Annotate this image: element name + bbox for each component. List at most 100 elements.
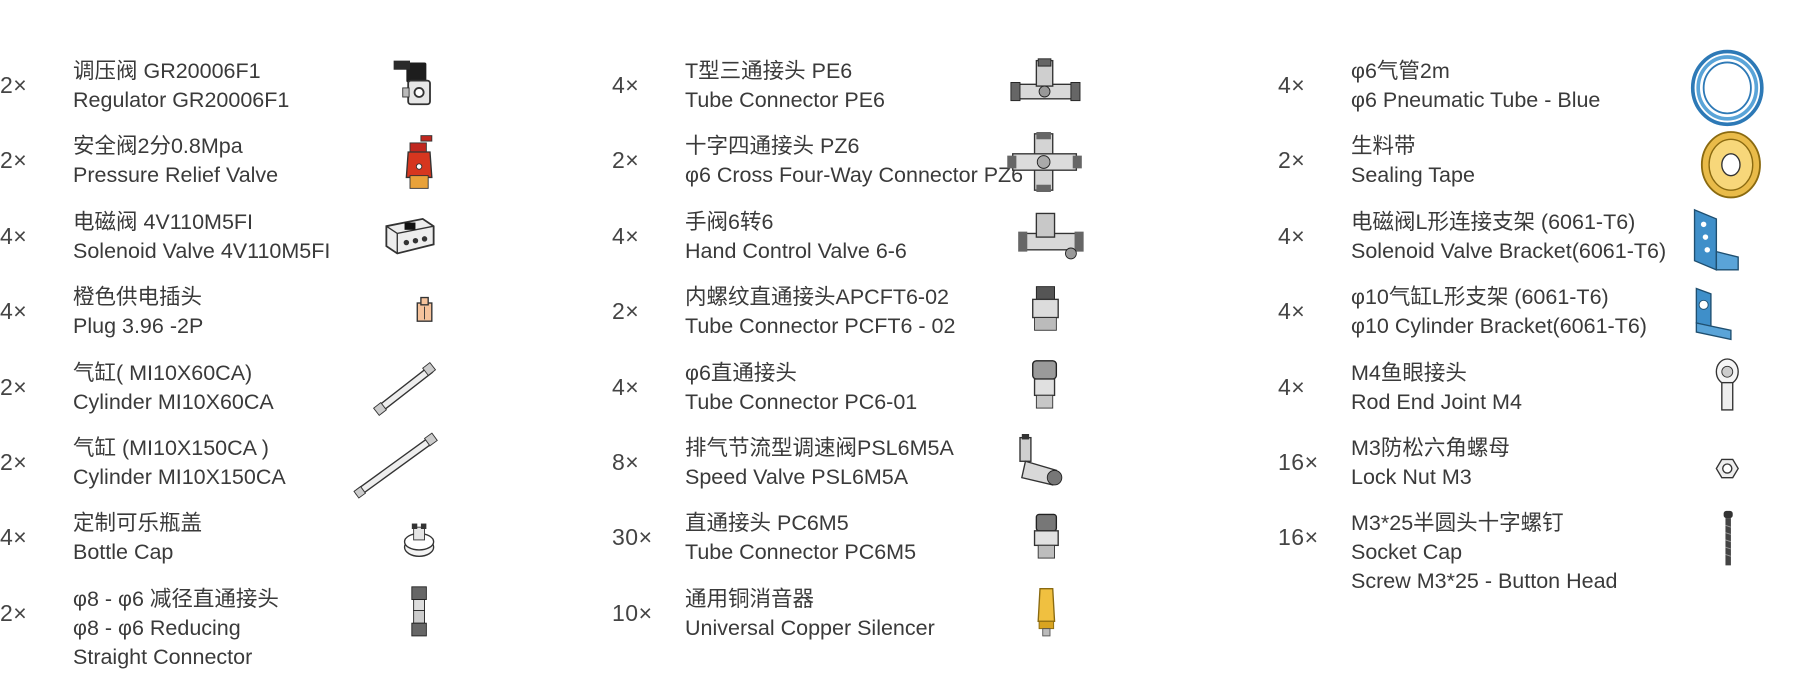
part-name-cn: φ6直通接头 <box>685 360 797 385</box>
part-name-cn: 定制可乐瓶盖 <box>73 511 203 536</box>
part-quantity: 16× <box>1278 448 1319 475</box>
sealing-tape-icon <box>1640 127 1761 199</box>
regulator-icon <box>350 52 450 122</box>
part-description: 气缸( MI10X60CA) Cylinder MI10X60CA <box>73 359 274 417</box>
part-name-en: Pressure Relief Valve <box>73 163 279 188</box>
tee-connector-icon <box>1000 52 1100 122</box>
part-name-cn: M3防松六角螺母 <box>1351 435 1510 460</box>
part-name-en: Tube Connector PE6 <box>685 88 885 112</box>
part-name-cn: 直通接头 PC6M5 <box>685 511 849 536</box>
part-row: 4× 橙色供电插头 Plug 3.96 -2P <box>0 278 450 353</box>
part-name-en: Universal Copper Silencer <box>685 615 935 640</box>
part-name-en: Solenoid Valve 4V110M5FI <box>73 238 331 263</box>
part-name-cn: 安全阀2分0.8Mpa <box>73 134 243 159</box>
part-name-en: φ6 Pneumatic Tube - Blue <box>1351 88 1601 112</box>
cross-connector-icon <box>1000 127 1100 197</box>
plug-icon <box>350 278 450 348</box>
part-row: 16× M3防松六角螺母 Lock Nut M3 <box>1278 429 1800 504</box>
part-quantity: 2× <box>0 72 28 98</box>
part-name-en: Rod End Joint M4 <box>1351 389 1522 414</box>
part-name-cn: 调压阀 GR20006F1 <box>73 59 261 83</box>
part-quantity: 2× <box>0 448 28 475</box>
part-quantity: 2× <box>0 147 28 174</box>
part-quantity: 4× <box>612 72 640 98</box>
part-name-cn: T型三通接头 PE6 <box>685 59 853 83</box>
part-name-en: φ10 Cylinder Bracket(6061-T6) <box>1351 314 1647 339</box>
part-quantity: 30× <box>612 524 653 551</box>
part-quantity: 8× <box>612 448 640 475</box>
part-description: 电磁阀L形连接支架 (6061-T6)Solenoid Valve Bracke… <box>1351 208 1666 266</box>
part-name-cn: 气缸( MI10X60CA) <box>73 360 253 385</box>
female-thread-connector-icon <box>1000 278 1100 348</box>
part-description: φ6直通接头 Tube Connector PC6-01 <box>685 359 917 417</box>
rod-end-icon <box>1640 354 1740 424</box>
part-quantity: 4× <box>1278 298 1306 325</box>
part-quantity: 4× <box>0 298 28 325</box>
lock-nut-icon <box>1640 429 1740 499</box>
part-name-en: Cylinder MI10X150CA <box>73 464 286 489</box>
part-name-en: Lock Nut M3 <box>1351 464 1472 489</box>
part-quantity: 16× <box>1278 524 1319 551</box>
part-name-en: Plug 3.96 -2P <box>73 314 204 339</box>
part-quantity: 2× <box>0 373 28 400</box>
part-row: 2× 气缸 (MI10X150CA ) Cylinder MI10X150CA <box>0 429 450 504</box>
part-quantity: 2× <box>612 147 640 174</box>
part-name-en: Cylinder MI10X60CA <box>73 389 274 414</box>
part-row: 4× φ10气缸L形支架 (6061-T6) φ10 Cylinder Bracke… <box>1278 278 1800 353</box>
short-cylinder-icon <box>350 354 450 424</box>
part-quantity: 2× <box>612 298 640 325</box>
part-name-cn: 橙色供电插头 <box>73 285 203 310</box>
part-row: 2× 气缸( MI10X60CA) Cylinder MI10X60CA <box>0 354 450 429</box>
part-name-en: Bottle Cap <box>73 540 174 565</box>
part-quantity: 4× <box>1278 373 1306 400</box>
part-description: 橙色供电插头 Plug 3.96 -2P <box>73 283 203 341</box>
part-name-en: Socket Cap <box>1351 540 1463 565</box>
tube-coil-icon <box>1640 49 1764 127</box>
part-name-en: Tube Connector PC6-01 <box>685 389 918 414</box>
part-quantity: 2× <box>0 599 28 626</box>
part-quantity: 4× <box>1278 222 1306 249</box>
valve-bracket-icon <box>1640 203 1740 273</box>
part-name-en: φ8 - φ6 Reducing <box>73 615 241 640</box>
part-name-cn: 内螺纹直通接头APCFT6-02 <box>685 285 950 310</box>
part-description: M3防松六角螺母 Lock Nut M3 <box>1351 434 1510 492</box>
small-connector-icon <box>1000 504 1100 574</box>
part-quantity: 2× <box>1278 147 1306 174</box>
part-name-en: Tube Connector PC6M5 <box>685 540 917 565</box>
part-description: φ10气缸L形支架 (6061-T6) φ10 Cylinder Bracket(… <box>1351 283 1647 341</box>
part-row: 4× 电磁阀L形连接支架 (6061-T6)Solenoid Valve Brac… <box>1278 203 1800 278</box>
part-name-cn: φ6气管2m <box>1351 59 1450 83</box>
part-name-cn: M3*25半圆头十字螺钉 <box>1351 511 1564 536</box>
part-quantity: 10× <box>612 599 653 626</box>
part-name-en: φ6 Cross Four-Way Connector PZ6 <box>685 163 1024 188</box>
part-name-cn: 生料带 <box>1351 134 1416 159</box>
part-name-cn: φ10气缸L形支架 (6061-T6) <box>1351 285 1609 310</box>
cylinder-bracket-icon <box>1640 278 1740 348</box>
part-description: φ6气管2m φ6 Pneumatic Tube - Blue <box>1351 57 1600 115</box>
part-description: 定制可乐瓶盖 Bottle Cap <box>73 509 202 567</box>
part-name-cn: 气缸 (MI10X150CA ) <box>73 435 269 460</box>
